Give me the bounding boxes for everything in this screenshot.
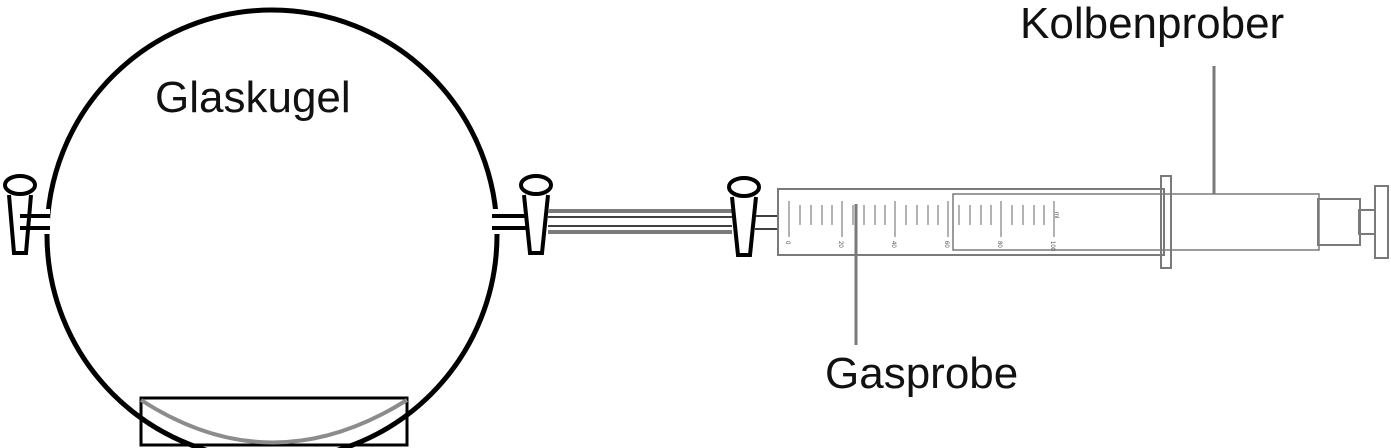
gas-sample-region (952, 193, 1320, 251)
tick-label-80: 80 (996, 241, 1002, 248)
label-kolbenprober: Kolbenprober (1020, 0, 1284, 48)
label-gasprobe: Gasprobe (825, 349, 1018, 398)
syringe-plunger (1317, 185, 1389, 259)
sphere-stand (139, 396, 409, 447)
syringe-stopcock (727, 176, 761, 257)
syringe-nozzle (755, 215, 778, 230)
label-glaskugel: Glaskugel (155, 73, 351, 122)
sphere-stopcock-right (492, 174, 553, 255)
connecting-tube (548, 209, 732, 234)
left-stopcock (3, 174, 50, 255)
tick-label-20: 20 (837, 241, 843, 248)
tick-label-0: 0 (784, 241, 790, 245)
syringe-scale (788, 201, 1055, 237)
glass-sphere (44, 7, 500, 448)
syringe-barrel (777, 175, 1320, 269)
tick-label-100: 100 (1049, 241, 1055, 252)
tick-label-60: 60 (943, 241, 949, 248)
scale-tick-labels: 0 20 40 60 80 100 ml (784, 212, 1059, 252)
sphere-bottom-arc (139, 398, 409, 445)
tick-label-40: 40 (890, 241, 896, 248)
scale-unit-label: ml (1053, 212, 1059, 218)
